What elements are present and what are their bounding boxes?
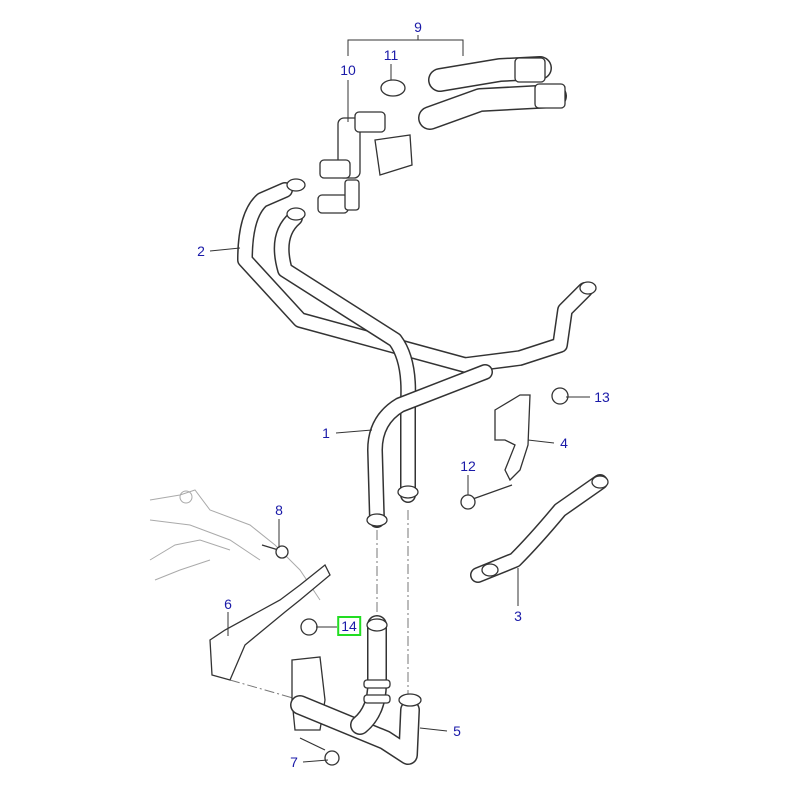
callout-7[interactable]: 7 [290,754,298,770]
callout-13[interactable]: 13 [594,389,610,405]
callout-10[interactable]: 10 [340,62,356,78]
bracket-4 [494,394,531,482]
callout-1[interactable]: 1 [322,425,330,441]
callout-5[interactable]: 5 [453,723,461,739]
body-panel-outline [149,489,321,601]
clip-8 [261,544,289,559]
hose-2 [237,182,593,373]
callout-14-highlighted[interactable]: 14 [337,616,361,636]
bolt-12 [460,484,513,510]
hose-1 [273,210,493,528]
callout-2[interactable]: 2 [197,243,205,259]
hose-3 [470,474,609,583]
callout-3[interactable]: 3 [514,608,522,624]
valve-10 [317,111,413,214]
callout-9[interactable]: 9 [414,19,422,35]
bracket-6 [209,563,331,681]
alignment-line [229,679,301,701]
connector-5 [290,615,422,765]
nut-14 [300,618,318,636]
hose-9 [418,56,567,130]
hose-clamps [286,178,597,527]
callout-6[interactable]: 6 [224,596,232,612]
callout-4[interactable]: 4 [560,435,568,451]
clamp-11 [380,79,406,97]
nut-13 [551,387,569,405]
bolt-7 [299,737,340,766]
callout-8[interactable]: 8 [275,502,283,518]
leader-lines [209,35,590,763]
callout-12[interactable]: 12 [460,458,476,474]
callout-11[interactable]: 11 [383,47,399,63]
